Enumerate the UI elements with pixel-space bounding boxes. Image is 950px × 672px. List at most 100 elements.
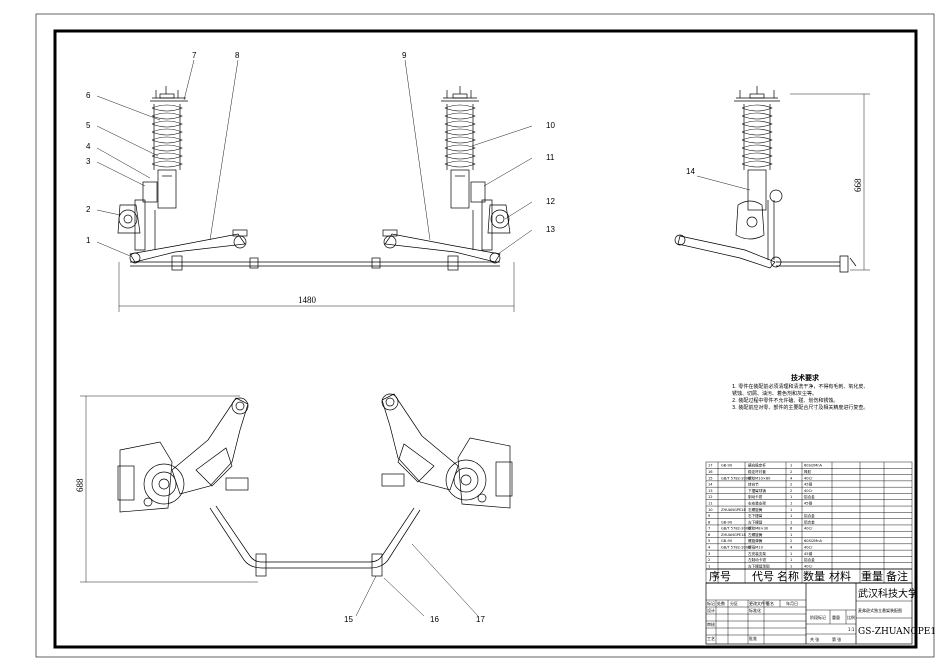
tech-req-line-1: 1. 零件在装配前必须清理和清洗干净，不得有毛刺、氧化皮、 (732, 383, 868, 390)
parts-row-material: 40Cr (804, 489, 813, 493)
parts-row-qty: 2 (790, 539, 792, 543)
outer-border (35, 13, 935, 658)
tb-stage-mark: 阶段标记 (810, 614, 826, 620)
tb-standardize: 标准化 (749, 607, 761, 613)
parts-row-name: 稳定杆衬套 (748, 469, 766, 474)
parts-row-no: 17 (708, 464, 713, 468)
parts-row-no: 11 (708, 501, 713, 505)
parts-row-material: 铝合金 (804, 557, 815, 562)
tb-change-doc: 更改文件号 (749, 600, 769, 606)
parts-row-material: 40Cr (804, 564, 813, 568)
callout-7: 7 (192, 51, 197, 60)
parts-row-material: 60Si2MnA (804, 539, 823, 543)
front-view: 1480 1 2 3 4 5 6 7 8 9 10 11 12 13 (86, 51, 555, 312)
callout-1: 1 (86, 236, 91, 245)
parts-row-qty: 1 (790, 495, 792, 499)
parts-row-material: 45钢 (804, 482, 813, 487)
parts-row-no: 14 (708, 483, 713, 487)
parts-row-qty: 1 (790, 464, 792, 468)
callout-3: 3 (86, 157, 91, 166)
parts-row-no: 13 (708, 489, 713, 493)
parts-row-name: 左下摆臂 (748, 519, 763, 524)
parts-row-qty: 1 (790, 558, 792, 562)
tb-date: 年月日 (786, 600, 798, 606)
header-name: 名称 (777, 569, 799, 583)
callout-4: 4 (86, 142, 91, 151)
tb-zone: 分区 (730, 600, 738, 606)
parts-row-name: 制动卡钳 (748, 494, 763, 499)
tb-design: 设计 (707, 607, 715, 613)
parts-row-name: 右下摆臂 (748, 513, 763, 518)
callout-9: 9 (402, 51, 407, 60)
parts-row-qty: 1 (790, 520, 792, 524)
parts-row-qty: 6 (790, 527, 793, 531)
parts-row-code: GB/T 5782-2000 (721, 546, 751, 550)
right-strut (441, 86, 511, 251)
parts-row-name: 横向稳定杆 (748, 463, 766, 468)
parts-row-qty: 1 (790, 501, 792, 505)
parts-row-name: 螺栓M8×30 (748, 526, 769, 531)
parts-row-name: 螺旋弹簧 (748, 538, 763, 543)
front-view-leaders (96, 59, 533, 257)
parts-row-material: 45钢 (804, 500, 813, 505)
parts-row-qty: 2 (790, 489, 792, 493)
top-depth-label: 688 (75, 478, 85, 492)
parts-row-name: 右安装支架 (748, 500, 766, 505)
parts-row-material: 60Si2MnA (804, 464, 823, 468)
parts-row-code: GB/T 5782-2000 (721, 527, 751, 531)
parts-row-qty: 1 (790, 508, 792, 512)
parts-row-no: 8 (708, 520, 711, 524)
callout-14: 14 (686, 167, 695, 176)
parts-row-material: 40Cr (804, 476, 813, 480)
track-width-label: 1480 (298, 295, 317, 305)
callout-2: 2 (86, 205, 91, 214)
header-no: 序号 (709, 569, 731, 583)
drawing-title: 麦弗逊式独立悬架装配图 (858, 607, 902, 613)
callout-11: 11 (546, 153, 555, 162)
parts-row-material: 铝合金 (804, 513, 815, 518)
callout-10: 10 (546, 121, 555, 130)
parts-row-name: 左安装支架 (748, 551, 766, 556)
parts-row-name: 左下摆臂球销 (748, 563, 770, 568)
title-block: 标记 处数 分区 更改文件号 签名 年月日 设计 标准化 审核 工艺 批准 阶段… (705, 582, 936, 645)
parts-row-name: 左制动卡钳 (748, 557, 766, 562)
tb-review: 审核 (707, 621, 715, 627)
tech-req-line-3: 2. 装配过程中零件不允许磕、碰、划伤和锈蚀。 (732, 397, 838, 404)
track-width-dimension: 1480 (118, 262, 515, 312)
parts-row-no: 2 (708, 558, 710, 562)
lower-arms (129, 229, 501, 271)
parts-row-code: GB-90 (721, 539, 733, 543)
parts-row-qty: 1 (790, 552, 792, 556)
drawing-frame (53, 29, 918, 649)
parts-row-name: 左螺旋簧 (748, 532, 763, 537)
parts-row-name: 右螺旋簧 (748, 507, 763, 512)
parts-row-name: 下摆臂球销 (748, 488, 766, 493)
technical-requirements: 技术要求 1. 零件在装配前必须清理和清洗干净，不得有毛刺、氧化皮、 锈蚀、切屑… (732, 373, 868, 411)
parts-row-no: 15 (708, 476, 713, 480)
callout-15: 15 (344, 615, 353, 624)
callout-6: 6 (86, 91, 91, 100)
tb-weight: 重量 (832, 614, 840, 620)
tb-count: 处数 (717, 600, 725, 606)
parts-row-no: 9 (708, 514, 711, 518)
parts-row-material: 橡胶 (804, 469, 812, 474)
side-view: 668 14 (674, 86, 870, 273)
school-name: 武汉科技大学 (858, 587, 918, 600)
parts-row-name: 转向节 (748, 482, 759, 487)
parts-row-qty: 2 (790, 470, 792, 474)
left-strut (117, 86, 188, 251)
tb-mark: 标记 (707, 600, 715, 606)
tech-req-title: 技术要求 (791, 373, 820, 382)
parts-row-code: GB/T 5782-2000 (721, 476, 751, 480)
header-code: 代号 (752, 570, 774, 583)
parts-row-no: 16 (708, 470, 713, 474)
parts-row-no: 4 (708, 546, 711, 550)
side-height-dimension: 668 (790, 93, 870, 271)
tb-approve: 批准 (749, 635, 757, 641)
header-remark: 备注 (886, 569, 908, 583)
header-qty: 数量 (803, 570, 825, 583)
parts-row-no: 10 (708, 508, 713, 512)
parts-row-no: 1 (708, 564, 710, 568)
parts-row-no: 12 (708, 495, 713, 499)
